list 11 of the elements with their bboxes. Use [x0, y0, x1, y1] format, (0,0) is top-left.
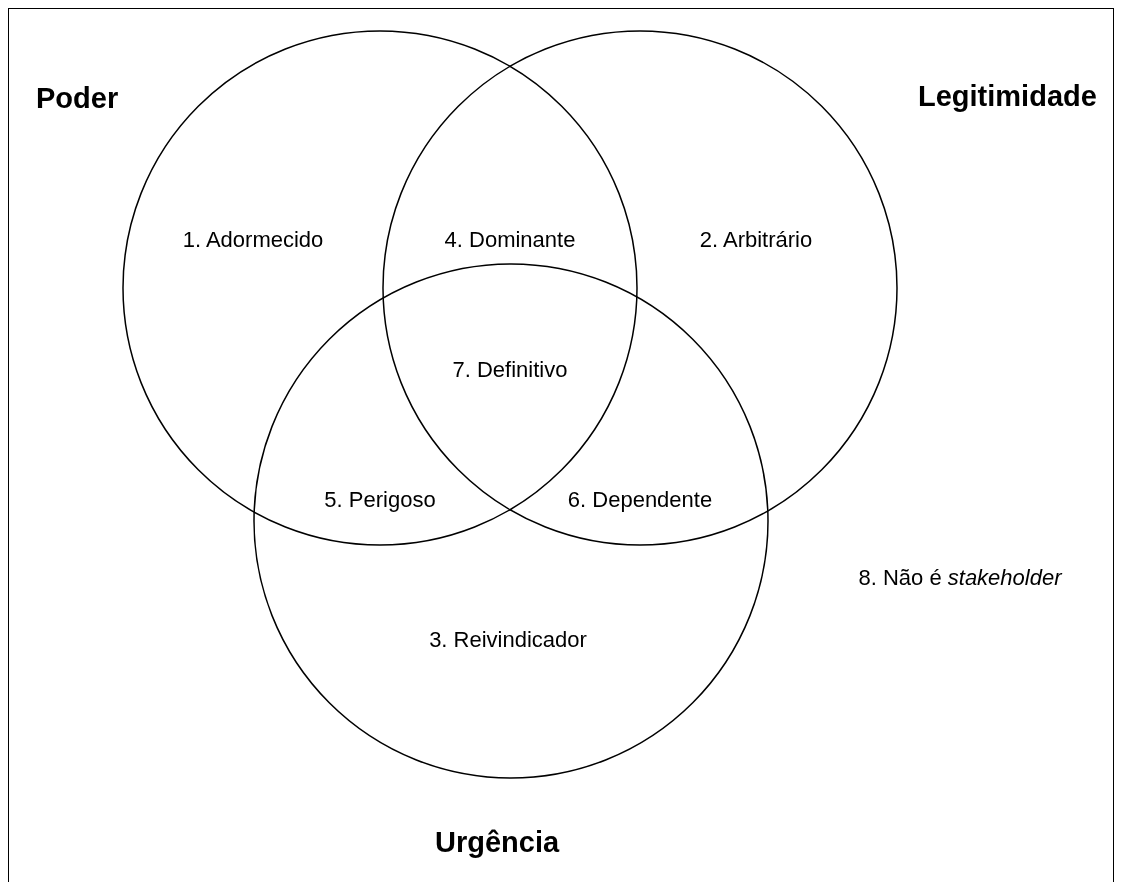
set-title: Urgência — [435, 826, 560, 859]
region-label: 8. Não é stakeholder — [858, 565, 1062, 591]
set-title: Poder — [36, 82, 119, 115]
region-label: 5. Perigoso — [324, 487, 436, 513]
region-label: 3. Reivindicador — [429, 627, 587, 653]
region-label: 4. Dominante — [444, 227, 576, 253]
set-title: Legitimidade — [918, 80, 1097, 113]
region-label: 6. Dependente — [567, 487, 713, 513]
region-label: 7. Definitivo — [452, 357, 568, 383]
region-label: 2. Arbitrário — [699, 227, 813, 253]
region-label: 1. Adormecido — [182, 227, 324, 253]
